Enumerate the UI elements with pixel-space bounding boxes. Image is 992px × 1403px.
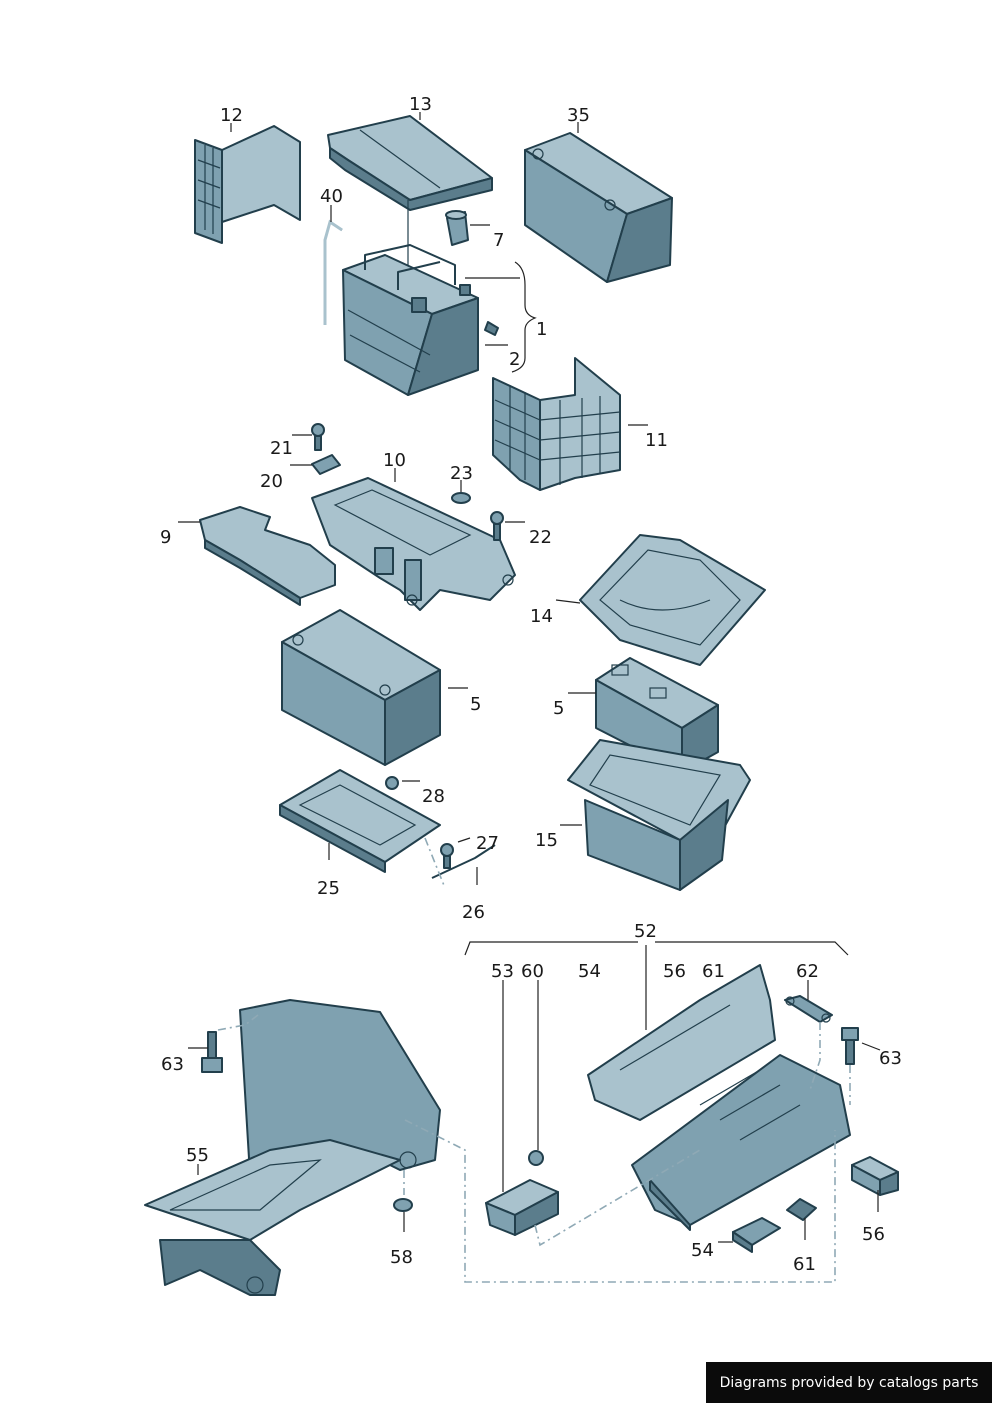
part-53-relay-module (485, 1179, 559, 1236)
part-20-clamp (311, 454, 341, 475)
part-58-nut (393, 1198, 413, 1212)
part-35-battery-box (524, 132, 673, 283)
callout-52: 52 (634, 921, 657, 942)
callout-55: 55 (186, 1145, 209, 1166)
part-7-terminal-cap (445, 210, 469, 246)
callout-11: 11 (645, 430, 668, 451)
part-22-screw (490, 511, 504, 541)
callout-54-bottom: 54 (691, 1240, 714, 1261)
callout-13: 13 (409, 94, 432, 115)
callout-61-top: 61 (702, 961, 725, 982)
callout-7: 7 (493, 230, 504, 251)
part-23-nut (451, 492, 471, 504)
part-5-battery-left (281, 609, 441, 766)
connection-lines (217, 837, 851, 1283)
callout-53: 53 (491, 961, 514, 982)
part-54-connector (732, 1217, 781, 1253)
callout-63-left: 63 (161, 1054, 184, 1075)
callout-63-right: 63 (879, 1048, 902, 1069)
part-27-bolt (440, 843, 454, 869)
callout-5-left: 5 (470, 694, 481, 715)
part-62-fuse-strip (784, 995, 833, 1023)
callout-40: 40 (320, 186, 343, 207)
callout-61-bottom: 61 (793, 1254, 816, 1275)
callout-14: 14 (530, 606, 553, 627)
footer-credit: Diagrams provided by catalogs parts (706, 1362, 992, 1403)
callout-labels: 12 13 35 40 7 1 2 11 21 20 10 23 22 9 14… (160, 94, 902, 1275)
part-56-connector (851, 1156, 899, 1196)
callout-54-top: 54 (578, 961, 601, 982)
callout-56-top: 56 (663, 961, 686, 982)
callout-35: 35 (567, 105, 590, 126)
part-55-lower-tray (144, 999, 441, 1296)
callout-26: 26 (462, 902, 485, 923)
callout-2: 2 (509, 349, 520, 370)
callout-9: 9 (160, 527, 171, 548)
callout-62: 62 (796, 961, 819, 982)
part-63-screw-right (841, 1027, 859, 1065)
part-14-tray-cover (579, 534, 766, 666)
part-15-battery-housing (567, 739, 751, 891)
part-25-base-tray (279, 769, 441, 873)
callout-15: 15 (535, 830, 558, 851)
callout-10: 10 (383, 450, 406, 471)
part-2-screw (484, 321, 499, 336)
part-9-tray-support (199, 506, 336, 606)
callout-12: 12 (220, 105, 243, 126)
callout-28: 28 (422, 786, 445, 807)
part-10-battery-tray (311, 477, 516, 611)
callout-22: 22 (529, 527, 552, 548)
callout-21: 21 (270, 438, 293, 459)
callout-58: 58 (390, 1247, 413, 1268)
part-40-vent-hose (323, 219, 343, 325)
callout-27: 27 (476, 833, 499, 854)
part-61-fuse (786, 1198, 817, 1221)
part-63-screw-left (201, 1031, 223, 1073)
leader-lines (178, 112, 881, 1243)
callout-25: 25 (317, 878, 340, 899)
part-52-fuse-box (587, 964, 851, 1231)
part-13-battery-cover (327, 115, 493, 270)
part-12-side-panel (194, 125, 301, 244)
part-60-nut (528, 1150, 544, 1166)
callout-1: 1 (536, 319, 547, 340)
part-28-nut (385, 776, 399, 790)
callout-23: 23 (450, 463, 473, 484)
callout-56-bottom: 56 (862, 1224, 885, 1245)
callout-60: 60 (521, 961, 544, 982)
part-1-battery-assembly (342, 244, 479, 396)
part-26-strap (431, 844, 496, 879)
part-21-bolt (311, 423, 325, 451)
callout-5-right: 5 (553, 698, 564, 719)
callout-20: 20 (260, 471, 283, 492)
part-11-heat-shield (492, 357, 621, 491)
